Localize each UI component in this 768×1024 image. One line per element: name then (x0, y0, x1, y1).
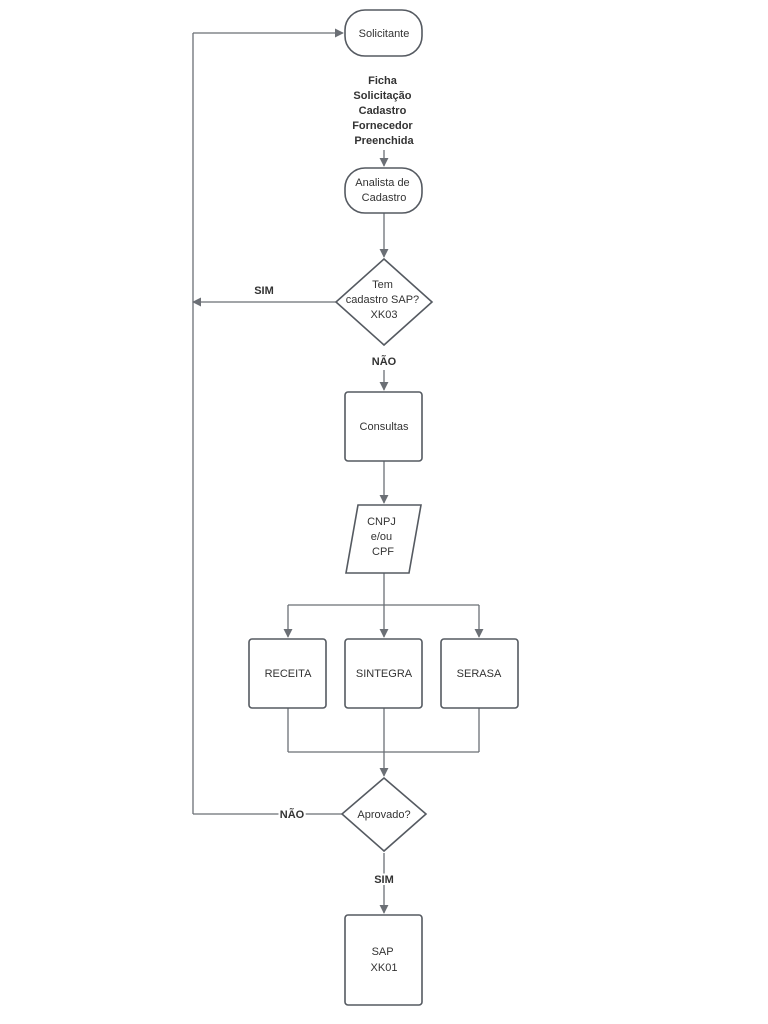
node-sap (344, 914, 423, 1006)
ficha-line-4: Fornecedor (352, 120, 413, 132)
ficha-line-5: Preenchida (354, 135, 414, 147)
node-aprovado-label: Aprovado? (357, 809, 410, 821)
node-consultas-label: Consultas (360, 421, 409, 433)
ficha-label: Ficha Solicitação Cadastro Fornecedor Pr… (352, 75, 416, 147)
node-solicitante-label: Solicitante (359, 28, 410, 40)
node-sap-label: SAP XK01 (371, 946, 398, 974)
node-tem-cadastro-line-1: Tem (372, 279, 393, 291)
node-solicitante (344, 9, 423, 57)
node-receita-label: RECEITA (265, 668, 313, 680)
node-tem-cadastro-label: Tem cadastro SAP? XK03 (346, 279, 422, 321)
node-cnpj-line-3: CPF (372, 546, 394, 558)
node-receita (248, 638, 327, 709)
node-analista (344, 167, 423, 214)
node-analista-line-1: Analista de (355, 177, 409, 189)
node-tem-cadastro-line-3: XK03 (371, 309, 398, 321)
node-serasa (440, 638, 519, 709)
node-analista-line-2: Cadastro (362, 192, 407, 204)
node-cnpj-line-2: e/ou (371, 531, 392, 543)
ficha-line-2: Solicitação (353, 90, 411, 102)
node-aprovado (340, 776, 428, 853)
node-consultas (344, 391, 423, 462)
ficha-line-3: Cadastro (359, 105, 407, 117)
label-nao-top: NÃO (372, 355, 397, 368)
node-cnpj-line-1: CNPJ (367, 516, 396, 528)
node-sintegra-label: SINTEGRA (356, 668, 413, 680)
node-serasa-label: SERASA (457, 668, 502, 680)
ficha-line-1: Ficha (368, 75, 398, 87)
node-tem-cadastro-line-2: cadastro SAP? (346, 294, 419, 306)
node-sintegra (344, 638, 423, 709)
node-sap-line-2: XK01 (371, 962, 398, 974)
label-sim-bottom: SIM (374, 874, 394, 886)
label-sim-top: SIM (254, 285, 274, 297)
node-cnpj (345, 504, 422, 574)
label-nao-bottom: NÃO (280, 808, 305, 821)
node-cnpj-label: CNPJ e/ou CPF (367, 516, 399, 558)
node-analista-label: Analista de Cadastro (355, 177, 413, 204)
node-tem-cadastro (334, 257, 434, 347)
node-sap-line-1: SAP (372, 946, 394, 958)
